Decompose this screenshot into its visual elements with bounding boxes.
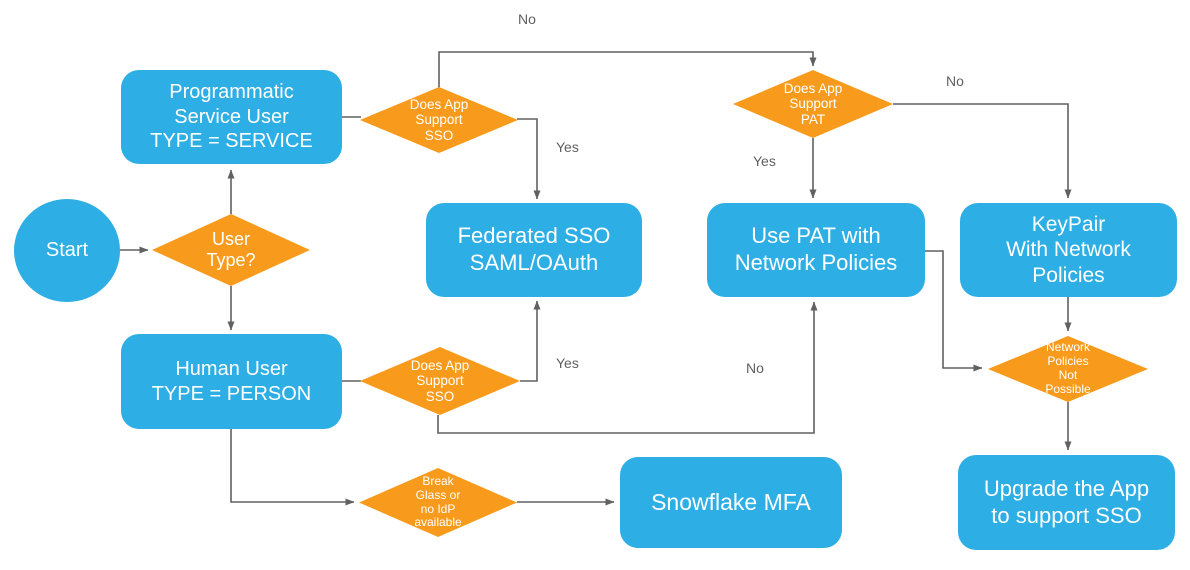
- node-programmatic-label: Programmatic Service User TYPE = SERVICE: [150, 81, 313, 153]
- node-keypair-label: KeyPair With Network Policies: [1006, 212, 1131, 287]
- node-network-policies-label: Network Policies Not Possible: [1045, 340, 1091, 396]
- node-snowflake-mfa-label: Snowflake MFA: [651, 489, 811, 516]
- node-human-user: Human User TYPE = PERSON: [121, 334, 342, 429]
- node-user-type-label: User Type?: [206, 229, 256, 270]
- node-break-glass-label: Break Glass or no IdP available: [414, 473, 462, 530]
- node-use-pat: Use PAT with Network Policies: [707, 203, 925, 297]
- node-federated-sso: Federated SSO SAML/OAuth: [426, 203, 642, 297]
- edge-label-pat-no: No: [946, 73, 964, 89]
- node-start: Start: [14, 199, 120, 302]
- node-pat-label: Does App Support PAT: [783, 80, 843, 127]
- node-upgrade-app: Upgrade the App to support SSO: [958, 455, 1175, 550]
- node-upgrade-app-label: Upgrade the App to support SSO: [983, 475, 1150, 528]
- node-snowflake-mfa: Snowflake MFA: [620, 457, 842, 548]
- edge-label-service-sso-no: No: [518, 11, 536, 27]
- node-start-label: Start: [45, 239, 89, 262]
- edge-label-human-sso-yes: Yes: [556, 355, 579, 371]
- node-sso-human-label: Does App Support SSO: [410, 357, 470, 404]
- node-human-label: Human User TYPE = PERSON: [151, 358, 312, 405]
- node-programmatic-service-user: Programmatic Service User TYPE = SERVICE: [121, 70, 342, 164]
- node-keypair: KeyPair With Network Policies: [960, 203, 1177, 297]
- node-sso-service-label: Does App Support SSO: [409, 96, 469, 143]
- edge-label-human-sso-no: No: [746, 360, 764, 376]
- node-federated-label: Federated SSO SAML/OAuth: [457, 223, 611, 275]
- edge-label-pat-yes: Yes: [753, 153, 776, 169]
- node-use-pat-label: Use PAT with Network Policies: [734, 223, 898, 275]
- edge-label-service-sso-yes: Yes: [556, 139, 579, 155]
